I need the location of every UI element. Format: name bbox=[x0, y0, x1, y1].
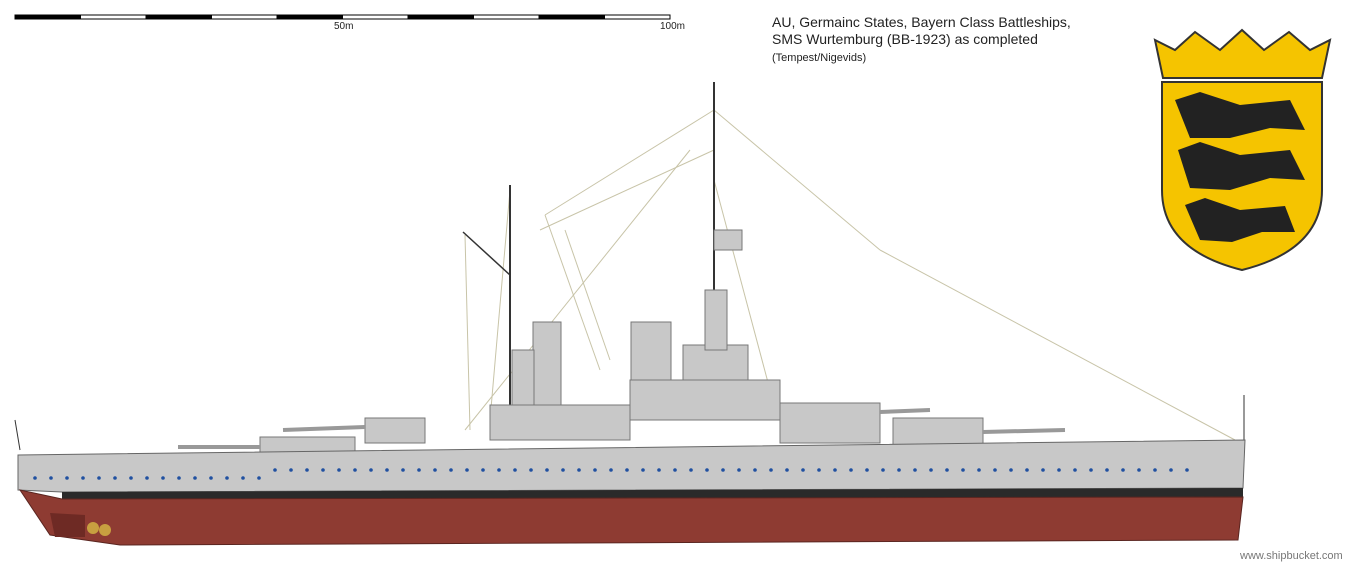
porthole bbox=[321, 468, 325, 472]
porthole bbox=[385, 468, 389, 472]
porthole bbox=[289, 468, 293, 472]
porthole bbox=[369, 468, 373, 472]
porthole bbox=[1185, 468, 1189, 472]
porthole bbox=[721, 468, 725, 472]
porthole bbox=[257, 476, 261, 480]
porthole bbox=[977, 468, 981, 472]
porthole bbox=[657, 468, 661, 472]
porthole bbox=[849, 468, 853, 472]
porthole bbox=[305, 468, 309, 472]
porthole bbox=[609, 468, 613, 472]
scale-bar-segment bbox=[538, 14, 605, 20]
porthole bbox=[1025, 468, 1029, 472]
porthole bbox=[209, 476, 213, 480]
porthole bbox=[1009, 468, 1013, 472]
porthole bbox=[401, 468, 405, 472]
drawing-title-line2: SMS Wurtemburg (BB-1923) as completed bbox=[772, 31, 1038, 47]
scale-bar-segment bbox=[407, 14, 474, 20]
porthole bbox=[33, 476, 37, 480]
porthole bbox=[433, 468, 437, 472]
porthole bbox=[1073, 468, 1077, 472]
porthole bbox=[145, 476, 149, 480]
scale-bar-segment bbox=[211, 14, 278, 20]
porthole bbox=[1121, 468, 1125, 472]
scale-bar-segment bbox=[14, 14, 81, 20]
scale-label-50m: 50m bbox=[334, 21, 354, 32]
porthole bbox=[1089, 468, 1093, 472]
porthole bbox=[1137, 468, 1141, 472]
drawing-credit: (Tempest/Nigevids) bbox=[772, 52, 867, 64]
porthole bbox=[945, 468, 949, 472]
hull bbox=[17, 439, 1246, 546]
porthole bbox=[897, 468, 901, 472]
porthole bbox=[1105, 468, 1109, 472]
porthole bbox=[417, 468, 421, 472]
porthole bbox=[865, 468, 869, 472]
scale-bar-segment bbox=[473, 14, 540, 20]
porthole bbox=[225, 476, 229, 480]
scale-bar-segment bbox=[276, 14, 343, 20]
porthole bbox=[241, 476, 245, 480]
porthole bbox=[993, 468, 997, 472]
porthole bbox=[881, 468, 885, 472]
porthole bbox=[705, 468, 709, 472]
scale-bar-segment bbox=[342, 14, 409, 20]
porthole bbox=[641, 468, 645, 472]
porthole bbox=[113, 476, 117, 480]
porthole bbox=[1041, 468, 1045, 472]
porthole bbox=[193, 476, 197, 480]
porthole bbox=[545, 468, 549, 472]
porthole bbox=[273, 468, 277, 472]
porthole bbox=[785, 468, 789, 472]
porthole bbox=[577, 468, 581, 472]
porthole bbox=[801, 468, 805, 472]
porthole bbox=[961, 468, 965, 472]
porthole bbox=[529, 468, 533, 472]
masts bbox=[14, 82, 1245, 451]
porthole bbox=[561, 468, 565, 472]
baden-wuerttemberg-coat-of-arms bbox=[1153, 28, 1332, 272]
porthole bbox=[753, 468, 757, 472]
portholes bbox=[33, 468, 1189, 480]
porthole bbox=[1169, 468, 1173, 472]
porthole bbox=[65, 476, 69, 480]
porthole bbox=[81, 476, 85, 480]
porthole bbox=[913, 468, 917, 472]
gun-barrels bbox=[178, 408, 1066, 449]
porthole bbox=[673, 468, 677, 472]
porthole bbox=[593, 468, 597, 472]
porthole bbox=[513, 468, 517, 472]
scale-bar bbox=[14, 14, 671, 20]
porthole bbox=[1057, 468, 1061, 472]
porthole bbox=[97, 476, 101, 480]
porthole bbox=[481, 468, 485, 472]
porthole bbox=[817, 468, 821, 472]
porthole bbox=[769, 468, 773, 472]
porthole bbox=[161, 476, 165, 480]
watermark: www.shipbucket.com bbox=[1240, 550, 1343, 562]
porthole bbox=[929, 468, 933, 472]
porthole bbox=[833, 468, 837, 472]
rigging bbox=[464, 109, 1236, 441]
porthole bbox=[689, 468, 693, 472]
superstructure bbox=[259, 229, 984, 458]
porthole bbox=[353, 468, 357, 472]
scale-label-100m: 100m bbox=[660, 21, 686, 32]
porthole bbox=[49, 476, 53, 480]
scale-bar-segment bbox=[80, 14, 147, 20]
drawing-title-line1: AU, Germainc States, Bayern Class Battle… bbox=[772, 14, 1071, 30]
porthole bbox=[465, 468, 469, 472]
porthole bbox=[449, 468, 453, 472]
porthole bbox=[497, 468, 501, 472]
scale-bar-segment bbox=[604, 14, 671, 20]
porthole bbox=[177, 476, 181, 480]
porthole bbox=[625, 468, 629, 472]
porthole bbox=[1153, 468, 1157, 472]
porthole bbox=[737, 468, 741, 472]
porthole bbox=[337, 468, 341, 472]
scale-bar-segment bbox=[145, 14, 212, 20]
porthole bbox=[129, 476, 133, 480]
